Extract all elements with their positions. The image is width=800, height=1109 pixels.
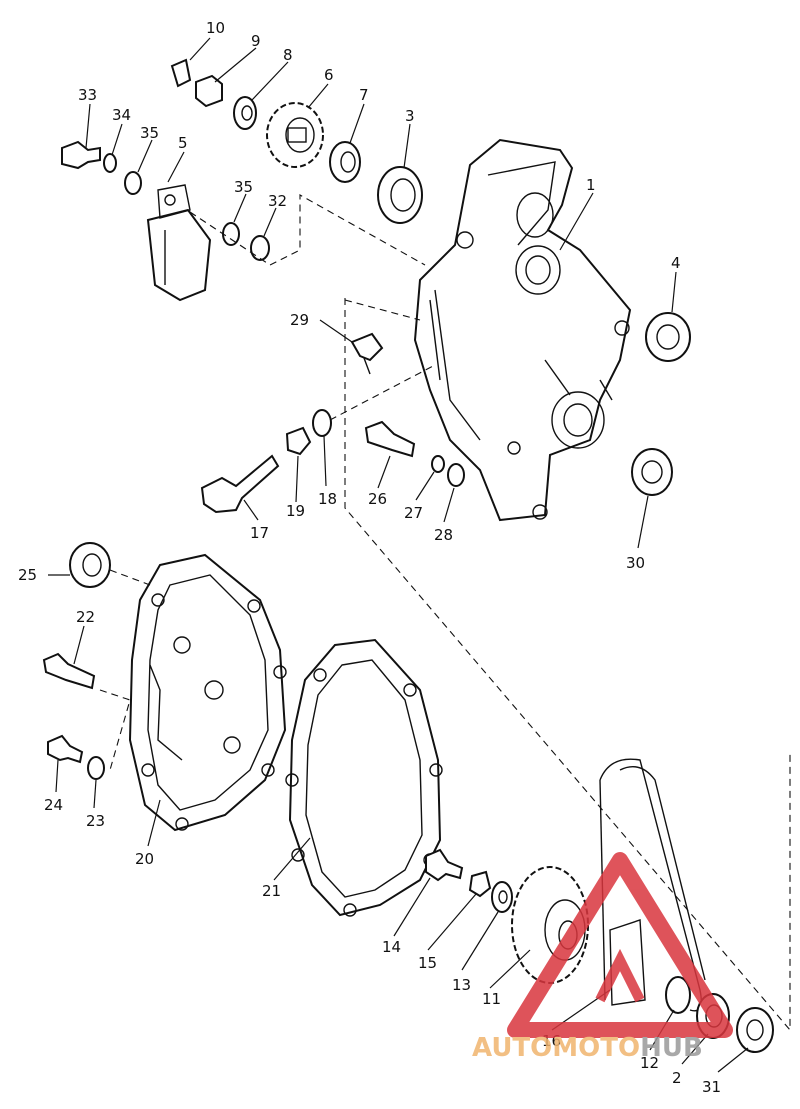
callout-27: 27 bbox=[404, 504, 423, 522]
watermark-triangle-icon bbox=[507, 852, 733, 1038]
watermark-inner-mark-icon bbox=[595, 948, 645, 1003]
callout-33: 33 bbox=[78, 86, 97, 104]
callout-18: 18 bbox=[318, 490, 337, 508]
callout-30: 30 bbox=[626, 554, 645, 572]
callout-3: 3 bbox=[405, 107, 415, 125]
part-22-bolt bbox=[42, 652, 96, 690]
part-4-seal bbox=[645, 312, 691, 362]
part-6-sprocket bbox=[266, 102, 324, 168]
callout-8: 8 bbox=[283, 46, 293, 64]
part-33-bolt bbox=[61, 140, 101, 170]
callout-29: 29 bbox=[290, 311, 309, 329]
part-5-tensioner bbox=[146, 184, 212, 302]
part-26-bolt bbox=[364, 420, 416, 458]
callout-31: 31 bbox=[702, 1078, 721, 1096]
part-12-bushing bbox=[665, 976, 691, 1014]
part-8-washer bbox=[233, 96, 257, 130]
callout-14: 14 bbox=[382, 938, 401, 956]
part-23-washer bbox=[87, 756, 105, 780]
callout-21: 21 bbox=[262, 882, 281, 900]
part-28-washer bbox=[447, 463, 465, 487]
watermark-text: AUTOMOTOHUB bbox=[472, 1033, 703, 1063]
callout-20: 20 bbox=[135, 850, 154, 868]
callout-32: 32 bbox=[268, 192, 287, 210]
callout-13: 13 bbox=[452, 976, 471, 994]
part-15-nut bbox=[468, 870, 492, 898]
callout-9: 9 bbox=[251, 32, 261, 50]
part-14-stud bbox=[425, 848, 464, 882]
part-34-spring-washer bbox=[103, 153, 117, 173]
watermark-text-hub: HUB bbox=[640, 1033, 703, 1063]
callout-24: 24 bbox=[44, 796, 63, 814]
part-20-cover bbox=[128, 553, 287, 832]
part-32-washer bbox=[250, 235, 270, 261]
part-30-seal bbox=[631, 448, 673, 496]
callout-35b: 35 bbox=[234, 178, 253, 196]
part-7-bushing bbox=[329, 141, 361, 183]
callout-12: 12 bbox=[640, 1054, 659, 1072]
part-24-bolt bbox=[47, 734, 84, 764]
callout-10: 10 bbox=[206, 19, 225, 37]
callout-34: 34 bbox=[112, 106, 131, 124]
callout-35a: 35 bbox=[140, 124, 159, 142]
gear-case-housing bbox=[413, 138, 632, 522]
callout-2: 2 bbox=[672, 1069, 682, 1087]
part-21-gasket bbox=[285, 638, 443, 917]
watermark-text-moto: MOTO bbox=[552, 1033, 640, 1063]
callout-5: 5 bbox=[178, 134, 188, 152]
leader-lines bbox=[48, 37, 749, 1073]
watermark-text-auto: AUTO bbox=[472, 1033, 552, 1063]
part-27-spring-washer bbox=[431, 455, 445, 473]
callout-1: 1 bbox=[586, 176, 596, 194]
part-13-washer bbox=[491, 881, 513, 913]
callout-4: 4 bbox=[671, 254, 681, 272]
part-3-bearing bbox=[377, 166, 423, 224]
part-17-bolt bbox=[200, 454, 280, 514]
callout-19: 19 bbox=[286, 502, 305, 520]
callout-26: 26 bbox=[368, 490, 387, 508]
part-29-grease-fitting bbox=[350, 332, 384, 375]
watermark-logo: AUTOMOTOHUB bbox=[472, 852, 733, 1063]
callout-17: 17 bbox=[250, 524, 269, 542]
part-25-plug bbox=[69, 542, 111, 588]
callouts: 1 2 3 4 5 6 7 8 9 10 11 12 13 14 15 16 1… bbox=[18, 19, 721, 1096]
callout-15: 15 bbox=[418, 954, 437, 972]
part-10-cotter-pin bbox=[170, 58, 192, 88]
callout-23: 23 bbox=[86, 812, 105, 830]
callout-22: 22 bbox=[76, 608, 95, 626]
part-31-bearing bbox=[736, 1007, 774, 1053]
part-18-washer bbox=[312, 409, 332, 437]
callout-25: 25 bbox=[18, 566, 37, 584]
part-19-nut bbox=[285, 426, 312, 456]
callout-28: 28 bbox=[434, 526, 453, 544]
callout-6: 6 bbox=[324, 66, 334, 84]
part-9-nut bbox=[195, 74, 223, 108]
callout-11: 11 bbox=[482, 990, 501, 1008]
callout-7: 7 bbox=[359, 86, 369, 104]
